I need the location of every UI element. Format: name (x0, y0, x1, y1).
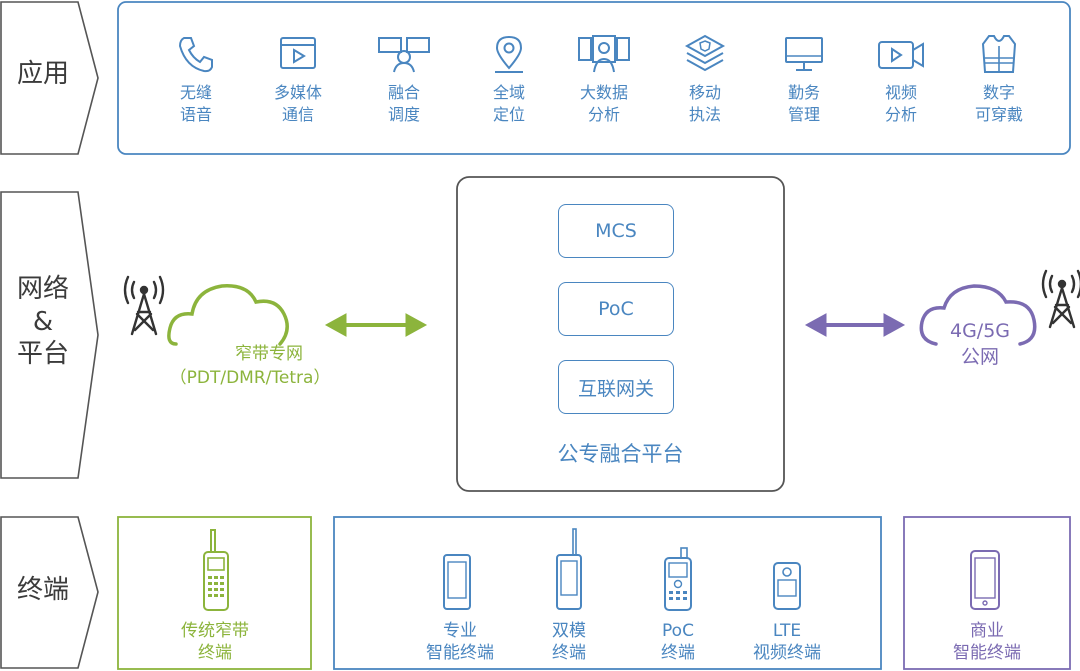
app-label: 全域 (492, 83, 525, 102)
platform-module-mcs: MCS (558, 204, 674, 258)
platform-title: 公专融合平台 (557, 442, 684, 466)
terminal-label-line: 终端 (198, 643, 232, 663)
app-dispatch: 融合调度 (358, 32, 450, 126)
application-layer-label: 应用 (16, 59, 69, 89)
network-layer-label-line: & (32, 306, 54, 337)
app-label: 可穿戴 (974, 105, 1023, 124)
radio-tower-icon (1041, 269, 1080, 329)
traditional-terminal-label: 传统窄带终端 (150, 620, 280, 664)
terminal-label-line: PoC (662, 621, 694, 641)
location-pin-icon (495, 35, 523, 73)
monitor-icon (785, 37, 823, 71)
commercial-smartphone-icon (970, 550, 1000, 610)
app-label: 调度 (387, 105, 420, 124)
public-network-cloud-icon (919, 284, 1037, 346)
layers-shield-icon (684, 34, 726, 72)
app-label: 融合 (387, 83, 420, 102)
app-multimedia: 多媒体通信 (252, 32, 344, 126)
narrowband-network-protocols: （PDT/DMR/Tetra） (169, 368, 331, 388)
public-network-name: 4G/5G (949, 320, 1011, 342)
network-layer-label: 网络 & 平台 (4, 273, 82, 371)
terminal-group-box (333, 516, 882, 670)
app-label: 语音 (179, 105, 212, 124)
smartphone-icon (443, 554, 471, 610)
narrowband-cloud-icon (167, 284, 289, 346)
professional-terminal-label: 专业智能终端 (400, 620, 520, 664)
walkie-talkie-icon (203, 529, 229, 611)
network-layer-label-line: 网络 (16, 274, 69, 304)
app-label: 移动 (688, 83, 721, 102)
app-label: 管理 (787, 105, 820, 124)
terminal-label-line: 终端 (552, 643, 586, 663)
app-big-data: 大数据分析 (558, 32, 650, 126)
terminal-label-line: 传统窄带 (181, 621, 249, 641)
terminal-label-line: 专业 (443, 621, 477, 641)
multimedia-icon (280, 37, 316, 69)
network-layer-label-line: 平台 (16, 339, 69, 369)
terminal-layer-chevron (0, 516, 99, 669)
app-digital-wearable: 数字可穿戴 (953, 32, 1045, 126)
network-layer-chevron (0, 191, 99, 479)
app-label: 视频 (884, 83, 917, 102)
app-label: 分析 (587, 105, 620, 124)
phone-icon (178, 37, 213, 73)
commercial-terminal-label: 商业智能终端 (924, 620, 1050, 664)
terminal-label-line: LTE (772, 621, 802, 641)
terminal-label-line: 智能终端 (426, 643, 494, 663)
app-positioning: 全域定位 (463, 32, 555, 126)
app-mobile-enforcement: 移动执法 (659, 32, 751, 126)
terminal-label-line: 智能终端 (953, 643, 1021, 663)
poc-radio-icon (664, 547, 692, 611)
terminal-layer-label: 终端 (16, 575, 69, 605)
video-camera-icon (878, 41, 924, 69)
public-network-label: 4G/5G 公网 (920, 318, 1040, 370)
dual-mode-phone-icon (556, 528, 582, 610)
narrowband-network-name: 窄带专网 (235, 344, 303, 364)
terminal-label-line: 终端 (661, 643, 695, 663)
big-data-icon (578, 35, 630, 73)
app-label: 勤务 (787, 83, 820, 102)
app-label: 定位 (492, 105, 525, 124)
app-duty-management: 勤务管理 (758, 32, 850, 126)
narrowband-network-label: 窄带专网 （PDT/DMR/Tetra） (160, 342, 340, 390)
terminal-label-line: 商业 (970, 621, 1004, 641)
app-label: 多媒体 (273, 83, 322, 102)
public-network-type: 公网 (960, 346, 999, 368)
public-network-link-arrow (804, 313, 906, 337)
dispatch-icon (378, 37, 430, 73)
dual-mode-terminal-label: 双模终端 (524, 620, 614, 664)
application-layer-chevron (0, 1, 99, 155)
app-label: 执法 (688, 105, 721, 124)
app-label: 大数据 (579, 83, 628, 102)
radio-tower-icon (123, 275, 165, 336)
vest-icon (981, 35, 1017, 73)
app-label: 数字 (982, 83, 1015, 102)
app-seamless-voice: 无缝语音 (150, 32, 242, 126)
commercial-terminal-box (903, 516, 1071, 670)
platform-module-poc: PoC (558, 282, 674, 336)
application-box (117, 1, 1071, 155)
app-label: 通信 (281, 105, 314, 124)
narrowband-link-arrow (324, 313, 428, 337)
body-camera-icon (773, 562, 801, 610)
app-label: 分析 (884, 105, 917, 124)
app-video-analysis: 视频分析 (855, 32, 947, 126)
platform-module-gateway: 互联网关 (558, 360, 674, 414)
app-label: 无缝 (179, 83, 212, 102)
terminal-label-line: 视频终端 (753, 643, 821, 663)
terminal-label-line: 双模 (552, 621, 586, 641)
